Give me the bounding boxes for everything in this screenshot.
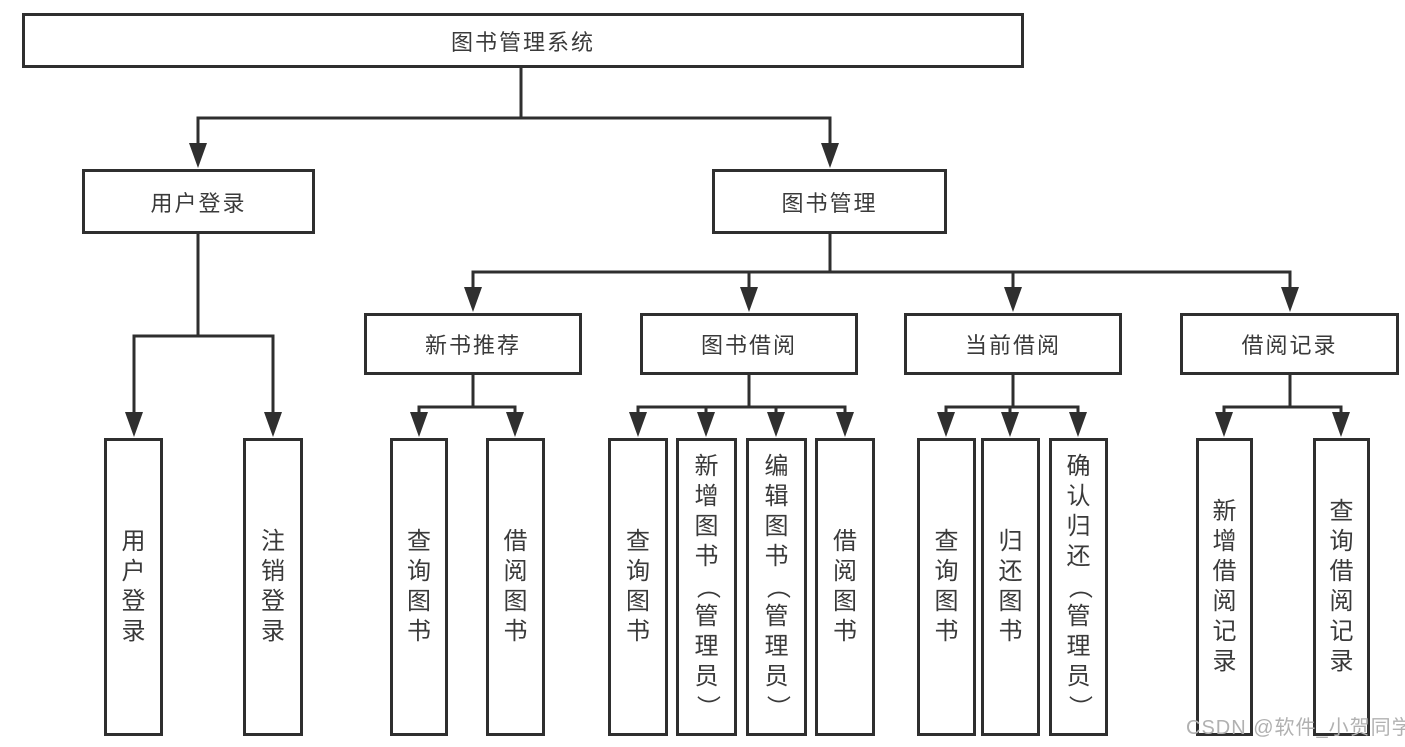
leaf-query-books-borrow: 查询图书 [608, 438, 668, 736]
leaf-add-books-admin: 新增图书（管理员） [676, 438, 737, 736]
node-user-login: 用户登录 [82, 169, 315, 234]
leaf-query-books-current: 查询图书 [917, 438, 976, 736]
leaf-user-login: 用户登录 [104, 438, 163, 736]
node-book-management: 图书管理 [712, 169, 947, 234]
leaf-return-books: 归还图书 [981, 438, 1040, 736]
leaf-add-borrow-record: 新增借阅记录 [1196, 438, 1253, 736]
node-book-borrow: 图书借阅 [640, 313, 858, 375]
node-new-book-recommend: 新书推荐 [364, 313, 582, 375]
node-library-management-system: 图书管理系统 [22, 13, 1024, 68]
csdn-watermark: CSDN @软件_小贺同学 [1186, 717, 1405, 739]
leaf-query-books-recommend: 查询图书 [390, 438, 448, 736]
leaf-logout: 注销登录 [243, 438, 303, 736]
node-current-borrow: 当前借阅 [904, 313, 1122, 375]
leaf-confirm-return-admin: 确认归还（管理员） [1049, 438, 1108, 736]
leaf-borrow-books-recommend: 借阅图书 [486, 438, 545, 736]
leaf-edit-books-admin: 编辑图书（管理员） [746, 438, 807, 736]
node-borrow-records: 借阅记录 [1180, 313, 1399, 375]
leaf-query-borrow-record: 查询借阅记录 [1313, 438, 1370, 736]
leaf-borrow-books: 借阅图书 [815, 438, 875, 736]
